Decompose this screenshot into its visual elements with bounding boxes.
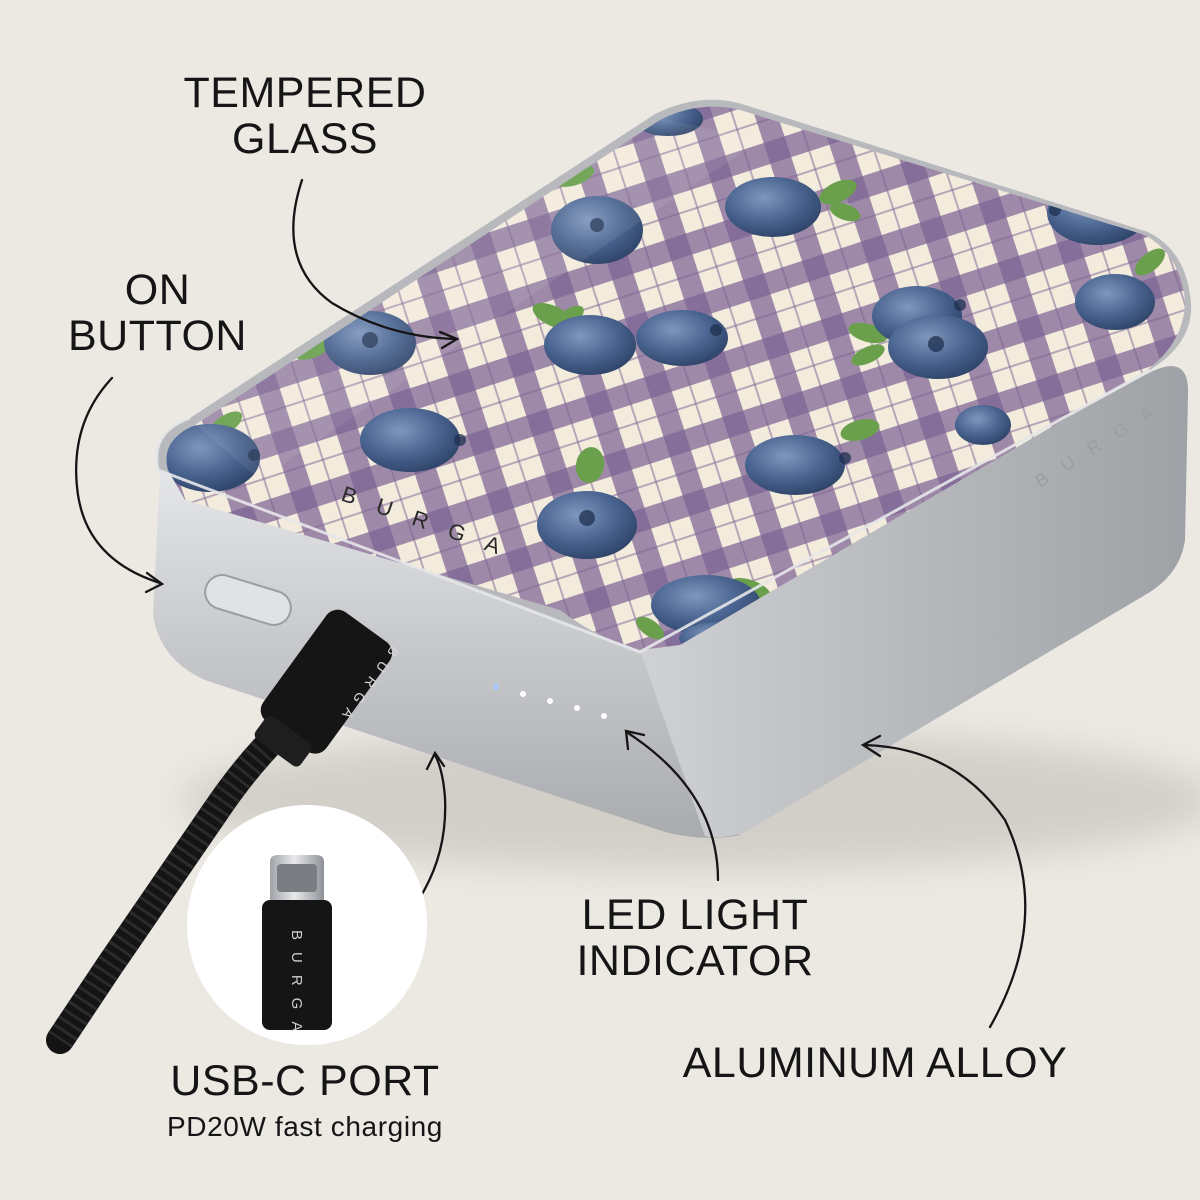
tempered-glass-arrow: [292, 178, 457, 341]
inset-connector-logo: BURGA: [288, 930, 305, 1043]
aluminum-arrow: [863, 743, 1027, 1029]
blueberry-crowns: [248, 204, 1061, 526]
tempered-glass-label: TEMPERED GLASS: [183, 69, 427, 164]
power-bank-front-face: [153, 470, 740, 838]
usb-c-connector: [254, 609, 393, 767]
led-arrow: [626, 731, 720, 882]
usb-cable: [46, 711, 302, 1054]
usb-c-port-title: USB-C PORT: [170, 1057, 440, 1105]
on-button-arrow: [75, 376, 162, 585]
power-bank-right-face: [640, 366, 1189, 838]
fast-charging-subtitle: PD20W fast charging: [167, 1111, 443, 1143]
usb-c-port-inset: [187, 805, 427, 1045]
usb-port-arrow: [408, 753, 447, 914]
usb-c-port-caption: USB-C PORT PD20W fast charging: [110, 1058, 500, 1143]
on-button-label: ON BUTTON: [68, 266, 247, 361]
on-button[interactable]: [201, 571, 295, 629]
led-indicator-label: LED LIGHT INDICATOR: [576, 891, 814, 986]
led-light-indicator: [493, 684, 607, 719]
callout-arrows: [75, 178, 1027, 1029]
aluminum-alloy-label: ALUMINUM ALLOY: [682, 1039, 1068, 1087]
